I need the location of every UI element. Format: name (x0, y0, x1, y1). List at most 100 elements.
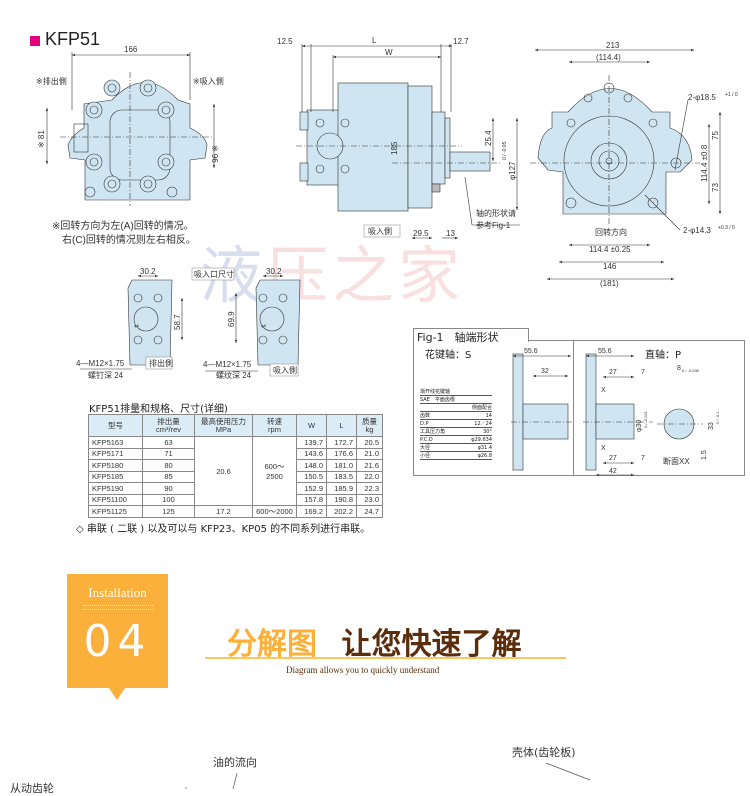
svg-text:8: 8 (677, 365, 681, 372)
table-cell: 152.9 (296, 482, 327, 495)
svg-text:55.6: 55.6 (598, 348, 612, 355)
section-heading: 分解图 让您快速了解 (227, 619, 521, 663)
svg-text:螺钉深 24: 螺钉深 24 (88, 370, 124, 380)
heading-underline (205, 657, 566, 659)
table-cell: 157.8 (296, 493, 327, 506)
svg-text:φ8: φ8 (134, 323, 140, 328)
table-cell: KFP51100 (88, 493, 143, 506)
svg-text:1.5: 1.5 (701, 450, 708, 460)
spline-spec-cell: 30° (483, 429, 492, 435)
table-cell: 183.5 (326, 470, 357, 483)
table-cell: KFP5190 (88, 482, 143, 495)
spec-table: 型号 排出量 cm³/rev 最高使用压力 MPa 转速 rpm W L 质量 … (88, 414, 383, 518)
svg-text:※排出側: ※排出側 (36, 76, 67, 86)
table-cell: 21.6 (356, 459, 383, 472)
fig1-divider (573, 341, 574, 475)
svg-text:4—M12×1.75: 4—M12×1.75 (203, 360, 252, 369)
col-header: 最高使用压力 MPa (194, 414, 253, 437)
svg-text:X: X (601, 445, 606, 452)
table-cell: KFP5185 (88, 470, 143, 483)
svg-text:114.4 ±0.25: 114.4 ±0.25 (589, 245, 631, 254)
svg-text:0 / -0.05: 0 / -0.05 (502, 141, 508, 160)
svg-text:55.6: 55.6 (524, 348, 538, 355)
rear-view (530, 48, 722, 281)
technical-drawings: 166 ※排出側 ※吸入側 ※ 81 ※ 96 12.5 L W 12.7 18… (36, 36, 738, 380)
spline-title: 花键轴：S (425, 350, 472, 361)
svg-text:φ8: φ8 (261, 323, 267, 328)
table-cell: 172.7 (326, 436, 357, 449)
table-cell: 24.7 (356, 505, 383, 518)
table-cell: 20.5 (356, 436, 383, 449)
heading-rest: 让您快速了解 (341, 627, 522, 662)
svg-text:213: 213 (606, 41, 620, 50)
table-cell: 90 (142, 482, 195, 495)
table-cell: 71 (142, 447, 195, 460)
table-cell: 202.2 (326, 505, 357, 518)
svg-text:13: 13 (446, 229, 455, 238)
svg-text:0 / -0.2: 0 / -0.2 (715, 411, 720, 424)
svg-text:※ 96: ※ 96 (210, 145, 219, 163)
svg-text:75: 75 (711, 131, 720, 140)
spline-spec-row: SAE 平面齿根 (420, 396, 492, 404)
side-view (296, 44, 520, 240)
svg-text:2-φ14.3: 2-φ14.3 (683, 226, 711, 235)
svg-text:4—M12×1.75: 4—M12×1.75 (76, 359, 125, 368)
spline-spec-cell: 侧面配合 (471, 405, 492, 411)
svg-text:30.2: 30.2 (266, 267, 282, 276)
svg-text:27: 27 (609, 369, 617, 376)
table-cell: 80 (142, 459, 195, 472)
table-cell: KFP5163 (88, 436, 143, 449)
svg-text:+0.3 / 0: +0.3 / 0 (718, 225, 735, 231)
svg-text:※吸入側: ※吸入側 (193, 76, 224, 86)
svg-text:参考Fig-1: 参考Fig-1 (476, 220, 511, 230)
installation-label: Installation (88, 585, 147, 600)
installation-badge: Installation 04 (67, 574, 168, 700)
label-oil-flow: 油的流向 (213, 756, 257, 769)
table-cell: 150.5 (296, 470, 327, 483)
col-header: L (326, 414, 357, 437)
svg-text:32: 32 (541, 368, 549, 375)
table-cell: 125 (142, 505, 195, 518)
svg-text:W: W (385, 48, 393, 57)
badge-deco-lines (82, 605, 153, 610)
table-cell: 22.3 (356, 482, 383, 495)
svg-text:27: 27 (609, 455, 617, 462)
spline-spec-cell: 工具压力角 (420, 429, 446, 435)
table-cell: 148.0 (296, 459, 327, 472)
title-marker (30, 36, 40, 46)
table-cell: 176.6 (326, 447, 357, 460)
spline-spec-cell: P.C.D (420, 437, 433, 443)
svg-text:※ 81: ※ 81 (37, 130, 46, 148)
label-housing: 壳体(齿轮板) (512, 746, 576, 759)
table-cell: 22.0 (356, 470, 383, 483)
spline-spec-cell: 小径 (420, 453, 431, 459)
svg-text:φ30: φ30 (636, 420, 643, 432)
col-header: 排出量 cm³/rev (142, 414, 195, 437)
table-title: KFP51排量和规格、尺寸(详细) (89, 404, 228, 415)
svg-text:33: 33 (708, 422, 715, 430)
svg-text:69.9: 69.9 (227, 311, 236, 327)
svg-text:+1 / 0: +1 / 0 (725, 92, 738, 98)
table-cell: 600～ 2500 (252, 436, 297, 506)
section-number: 04 (83, 616, 152, 667)
page-title: KFP51 (45, 29, 101, 49)
heading-highlight: 分解图 (227, 627, 317, 662)
spline-spec-cell: φ31.4 (477, 445, 492, 451)
spline-spec-row: 渐开线花键轴 (420, 388, 492, 396)
svg-text:29.5: 29.5 (413, 229, 429, 238)
svg-text:L: L (372, 36, 377, 45)
svg-text:7: 7 (641, 369, 645, 376)
table-cell: 21.0 (356, 447, 383, 460)
table-cell: 181.0 (326, 459, 357, 472)
leader-lines (185, 762, 591, 789)
svg-text:58.7: 58.7 (173, 314, 182, 330)
front-view (45, 52, 216, 206)
svg-text:2-φ18.5: 2-φ18.5 (688, 93, 716, 102)
table-cell: 23.0 (356, 493, 383, 506)
table-cell: 600～2000 (252, 505, 297, 518)
